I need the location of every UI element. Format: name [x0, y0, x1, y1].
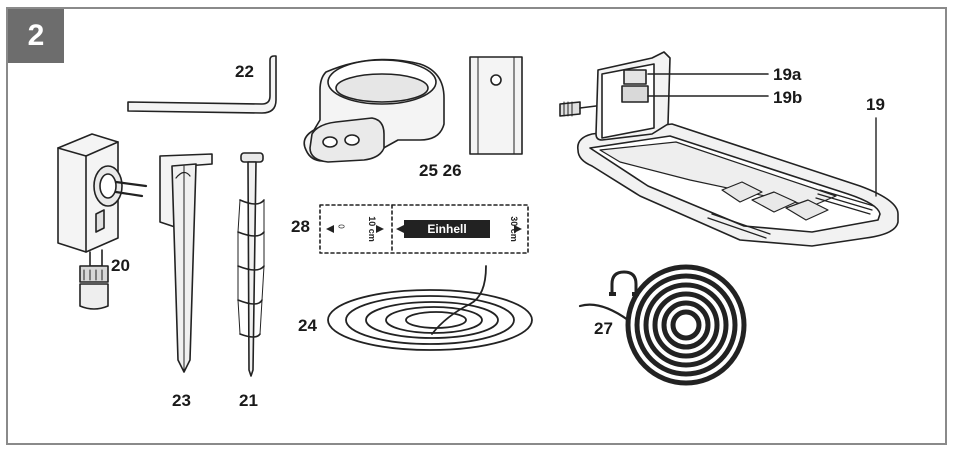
label-24: 24	[298, 316, 317, 335]
ruler-mark-30cm: 30 cm	[509, 216, 519, 242]
ruler-brand-logo: Einhell	[427, 222, 467, 236]
ruler-mark-10cm: 10 cm	[367, 216, 377, 242]
figure-number-badge: 2	[8, 9, 64, 63]
label-22: 22	[235, 62, 254, 81]
cable-connector-drawing	[303, 58, 445, 163]
label-28: 28	[291, 217, 310, 236]
distance-ruler-drawing	[319, 204, 529, 254]
label-21: 21	[239, 391, 258, 410]
blade-drawing	[469, 56, 523, 155]
label-19: 19	[866, 95, 885, 114]
boundary-wire-drawing	[327, 265, 533, 351]
power-supply-drawing	[57, 133, 148, 310]
hex-key-drawing	[127, 55, 277, 114]
label-19b: 19b	[773, 88, 803, 107]
screw-peg-drawing	[237, 152, 265, 377]
label-25-26: 25 26	[419, 161, 462, 180]
label-20: 20	[111, 256, 130, 275]
cable-coil-drawing	[578, 264, 747, 386]
label-23: 23	[172, 391, 191, 410]
label-19a: 19a	[773, 65, 802, 84]
charging-station-drawing	[559, 51, 899, 247]
label-27: 27	[594, 319, 613, 338]
peg-drawing	[159, 153, 213, 373]
figure-frame	[6, 7, 947, 445]
ruler-mark-start: 0	[336, 224, 346, 229]
